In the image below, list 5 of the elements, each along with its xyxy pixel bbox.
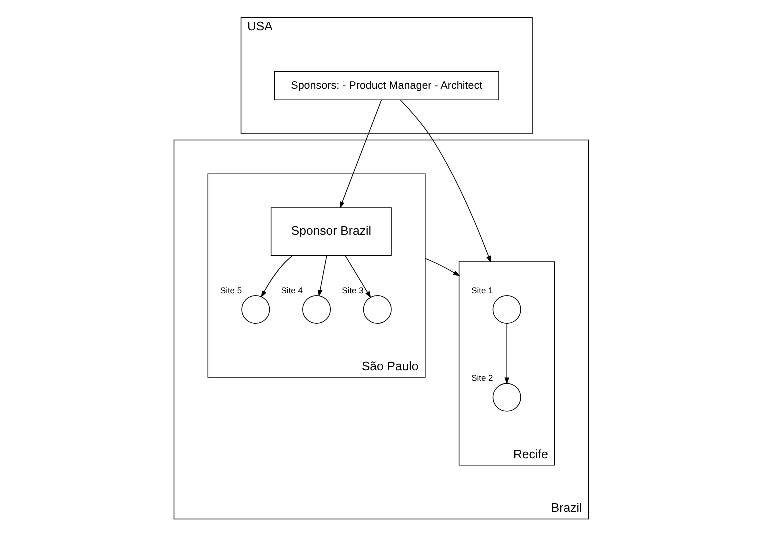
node-label: Site 5 [220,285,242,296]
node-label: Site 3 [342,285,364,296]
node-label: Site 1 [472,285,494,296]
node-label: Site 4 [281,285,303,296]
node-label: Site 2 [472,373,494,384]
